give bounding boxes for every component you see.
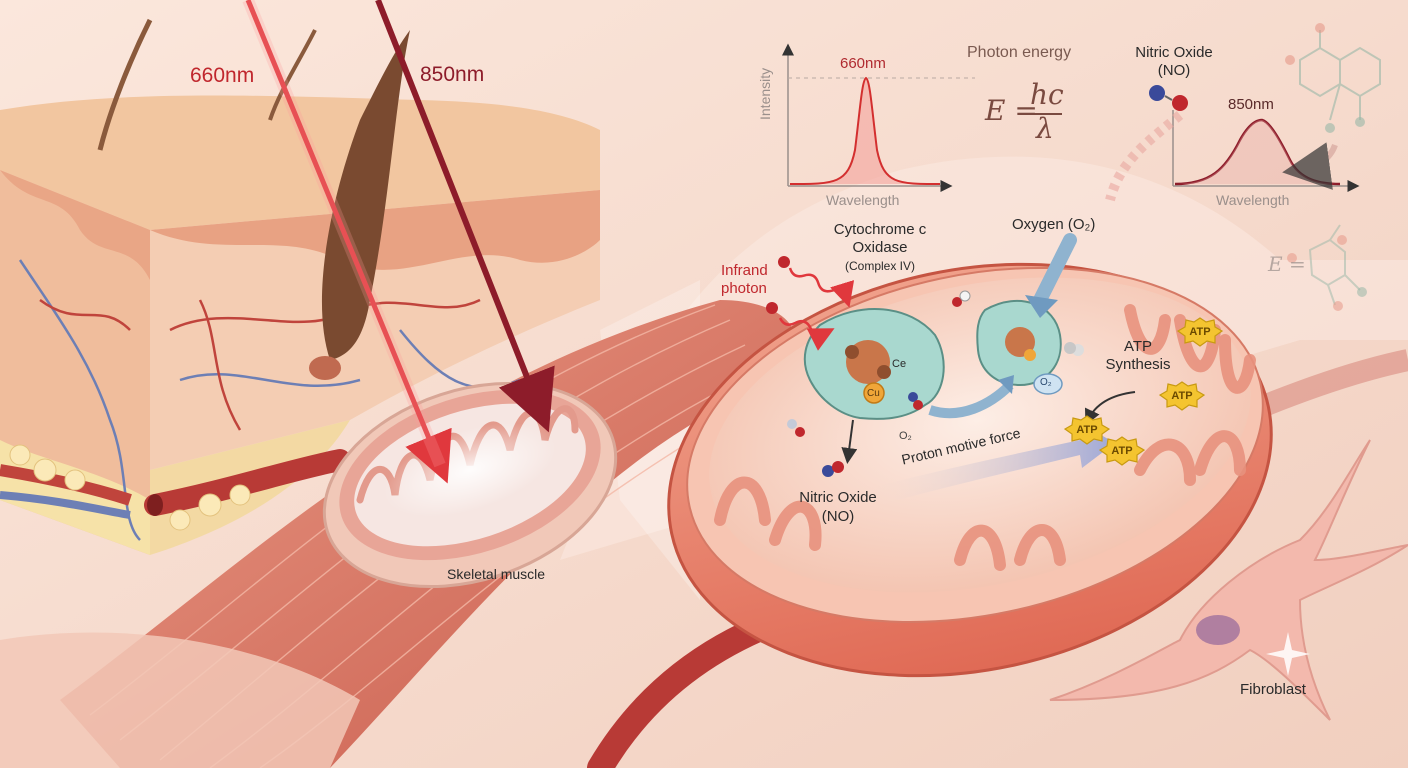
nitric-oxide-top-line1: Nitric Oxide xyxy=(1135,44,1213,61)
photon-line1: Infrand xyxy=(721,262,768,279)
spectrum-660-x-axis-label: Wavelength xyxy=(826,192,900,208)
spectrum-850-peak-label: 850nm xyxy=(1228,96,1274,113)
spectrum-850-x-axis-label: Wavelength xyxy=(1216,192,1290,208)
no-molecule-small xyxy=(787,290,1084,437)
photon-particle xyxy=(778,256,790,268)
nitric-oxide-bottom-line1: Nitric Oxide xyxy=(799,489,877,506)
spectrum-660-y-axis-label: Intensity xyxy=(757,67,773,120)
red-light-beam xyxy=(245,0,452,484)
small-mitochondrion xyxy=(322,381,618,589)
cytochrome-c-oxidase xyxy=(803,308,945,420)
formula-lhs: E = xyxy=(985,94,1038,127)
cytochrome-c-oxidase-label: Cytochrome c Oxidase (Complex IV) xyxy=(834,221,927,275)
formula-fraction-bar xyxy=(1028,113,1062,115)
infrared-photon-label: Infrand photon xyxy=(721,262,768,298)
oxygen-bubble-label: O₂ xyxy=(1040,377,1052,388)
spectrum-660-peak-label: 660nm xyxy=(840,55,886,72)
no-molecule-bottom xyxy=(822,461,844,477)
proton-motive-force-arrow xyxy=(870,420,1115,505)
atp-badge-4 xyxy=(1098,436,1146,466)
enzyme-line1: Cytochrome c xyxy=(833,221,927,238)
oxygen-binding-complex xyxy=(976,300,1063,395)
atp-synthesis-line1: ATP xyxy=(1123,338,1153,355)
nitric-oxide-top-line2: (NO) xyxy=(1157,62,1191,79)
skin-block xyxy=(0,18,600,555)
formula-denominator: λ xyxy=(1036,112,1054,145)
skeletal-muscle-label: Skeletal muscle xyxy=(447,566,546,582)
photon-particle xyxy=(766,302,778,314)
enzyme-line3: (Complex IV) xyxy=(844,259,915,273)
atp-badge-text-4: ATP xyxy=(1111,445,1133,457)
oxygen-arrow xyxy=(1033,233,1077,307)
atp-synthesis-label: ATP Synthesis xyxy=(1105,338,1170,374)
molecular-structure-top xyxy=(1299,30,1381,121)
atp-badge-2 xyxy=(1158,381,1206,411)
atp-synthesis-line2: Synthesis xyxy=(1105,356,1171,373)
atp-synthesis-arrow xyxy=(1084,391,1136,426)
beam-label-660nm: 660nm xyxy=(190,64,255,87)
enzyme-line2: Oxidase xyxy=(852,239,908,256)
atp-badge-text-3: ATP xyxy=(1076,424,1098,436)
oxygen-small-label: O₂ xyxy=(899,430,912,442)
photon-energy-title: Photon energy xyxy=(967,44,1072,61)
photon-line2: photon xyxy=(721,280,767,297)
formula-numerator: hc xyxy=(1030,78,1064,111)
atp-badge-3 xyxy=(1063,415,1111,445)
oxygen-label: Oxygen (O₂) xyxy=(1012,216,1096,233)
fibroblast-cell xyxy=(1049,439,1408,721)
nitric-oxide-top-label: Nitric Oxide (NO) xyxy=(1135,44,1213,80)
atp-badge-1 xyxy=(1176,317,1224,347)
fibroblast-label: Fibroblast xyxy=(1240,681,1306,698)
atp-badge-text-1: ATP xyxy=(1189,326,1211,338)
spectrum-chart-660 xyxy=(782,43,975,192)
molecular-structure-bottom xyxy=(1308,224,1361,306)
nitric-oxide-bottom-label: Nitric Oxide (NO) xyxy=(799,488,877,526)
faded-formula: E = xyxy=(1268,252,1306,276)
no-molecule-top xyxy=(1149,85,1188,111)
atp-badge-text-2: ATP xyxy=(1171,390,1193,402)
sparkle-icon xyxy=(1266,632,1310,676)
beam-label-850nm: 850nm xyxy=(420,63,485,86)
photon-wave-arrows xyxy=(778,267,855,351)
nitric-oxide-bottom-line2: (NO) xyxy=(821,508,855,525)
near-ir-light-beam xyxy=(375,0,555,433)
copper-label: Cu xyxy=(867,388,880,399)
ce-label: Ce xyxy=(892,358,907,370)
atp-badges xyxy=(1063,317,1224,466)
